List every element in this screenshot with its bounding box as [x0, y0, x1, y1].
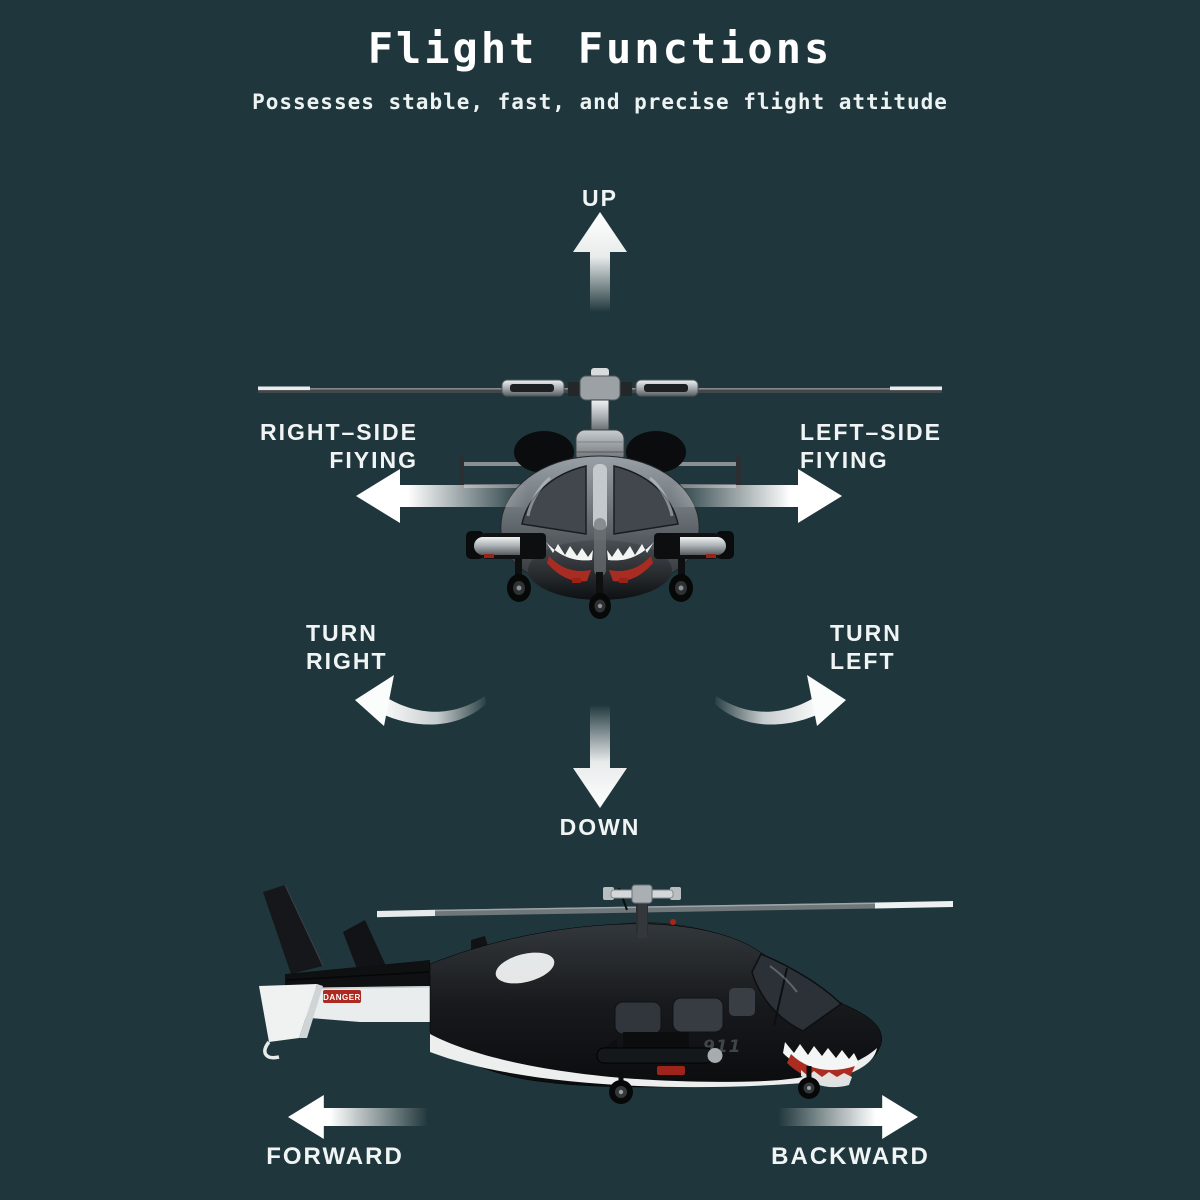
side-view-helicopter: DANGER 911	[259, 884, 953, 1104]
down-arrow	[573, 706, 627, 808]
left-side-line1: LEFT–SIDE	[800, 419, 942, 445]
weapon-sponsons	[466, 531, 734, 559]
direction-label-turn-right: TURN RIGHT	[306, 619, 388, 675]
turn-right-line1: TURN	[306, 620, 378, 646]
turn-left-arrow	[715, 675, 846, 726]
windshield	[751, 953, 843, 1032]
direction-label-turn-left: TURN LEFT	[830, 619, 902, 675]
direction-label-left-side-flying: LEFT–SIDE FIYING	[800, 418, 990, 474]
right-side-flying-arrow	[356, 469, 528, 523]
main-rotor	[258, 368, 942, 435]
cabin-window	[672, 997, 724, 1033]
front-view-helicopter	[258, 368, 942, 619]
direction-label-backward: BACKWARD	[771, 1143, 930, 1170]
tail-assembly: DANGER	[259, 884, 583, 1060]
side-main-rotor	[377, 884, 953, 938]
cabin-window	[729, 988, 755, 1016]
direction-label-up: UP	[582, 185, 618, 211]
left-side-line2: FIYING	[800, 447, 889, 473]
belly-weapon-pod	[596, 1032, 723, 1075]
danger-decal-text: DANGER	[323, 993, 361, 1002]
turn-left-line2: LEFT	[830, 648, 896, 674]
page-title: Flight Functions	[367, 24, 833, 73]
turn-right-arrow	[355, 675, 486, 726]
page-subtitle: Possesses stable, fast, and precise flig…	[252, 90, 948, 114]
left-side-flying-arrow	[670, 469, 842, 523]
right-side-line2: FIYING	[329, 447, 418, 473]
canopy-highlight	[495, 952, 555, 984]
direction-label-down: DOWN	[559, 814, 641, 840]
direction-label-right-side-flying: RIGHT–SIDE FIYING	[228, 418, 418, 474]
danger-decal	[323, 990, 361, 1003]
backward-arrow	[778, 1095, 918, 1139]
cabin-window	[614, 1001, 662, 1035]
turn-right-line2: RIGHT	[306, 648, 388, 674]
side-fuselage: 911	[429, 922, 882, 1088]
side-landing-gear	[609, 1066, 820, 1104]
turn-left-line1: TURN	[830, 620, 902, 646]
right-side-line1: RIGHT–SIDE	[259, 419, 418, 445]
shark-mouth-decal	[546, 542, 654, 582]
direction-label-forward: FORWARD	[266, 1143, 404, 1170]
landing-gear	[507, 558, 693, 619]
up-arrow	[573, 212, 627, 312]
forward-arrow	[288, 1095, 428, 1139]
